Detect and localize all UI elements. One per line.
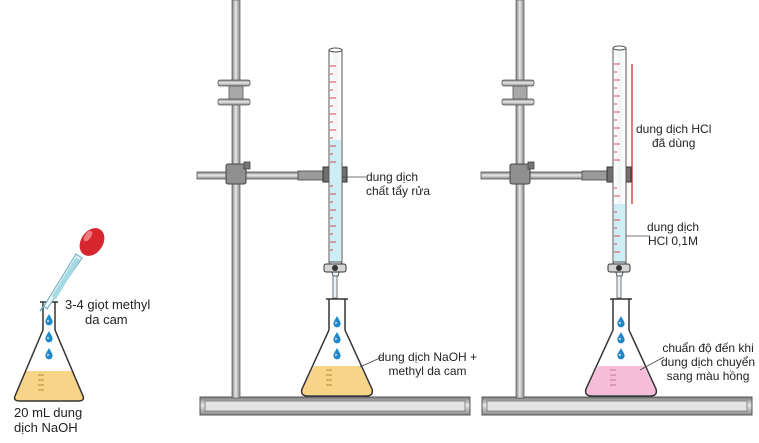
pipette-bulb: [79, 228, 105, 256]
titration-flask-endpoint: [584, 298, 658, 397]
burette: [323, 47, 347, 299]
naoh-volume-label: 20 mL dung dịch NaOH: [14, 405, 83, 435]
naoh-methyl-orange-solution: [301, 366, 373, 395]
scene2-titration-setup: [196, 0, 471, 416]
methyl-orange-drops-label: 3-4 giọt methyl da cam: [65, 297, 151, 327]
endpoint-label: chuẩn độ đến khi dung dịch chuyển sang m…: [661, 341, 756, 383]
naoh-methyl-orange-label: dung dịch NaOH + methyl da cam: [378, 350, 478, 378]
stand-rod: [515, 0, 525, 399]
scene3-titration-endpoint: [480, 0, 753, 416]
naoh-solution: [14, 371, 84, 401]
burette-liquid: [330, 140, 341, 262]
used-hcl-label: dung dịch HCl đã dùng: [636, 122, 712, 150]
stand-rod: [231, 0, 241, 399]
detergent-solution-label: dung dịch chất tẩy rửa: [366, 170, 431, 198]
pink-solution: [585, 366, 657, 395]
scene1-flask-with-pipette: [13, 228, 105, 402]
dropper-pipette: [39, 228, 105, 312]
titration-flask: [300, 298, 374, 397]
hcl-solution-label: dung dịch HCl 0,1M: [647, 220, 700, 248]
burette: [607, 45, 631, 299]
small-erlenmeyer-flask: [13, 302, 85, 402]
burette-liquid: [614, 204, 625, 262]
